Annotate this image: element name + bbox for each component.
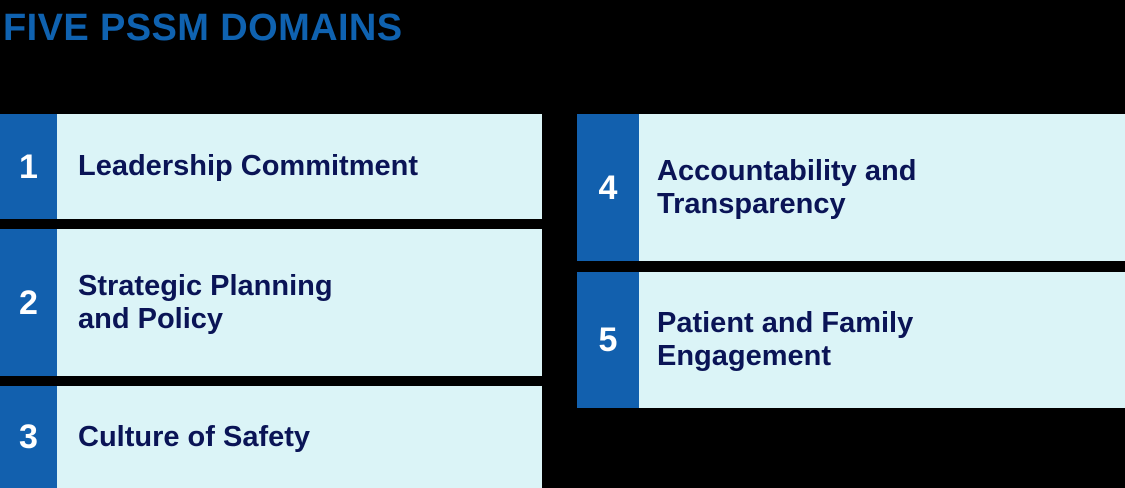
domain-label: Leadership Commitment [78, 150, 418, 182]
domain-label-area: Leadership Commitment [57, 114, 542, 219]
domain-label: Culture of Safety [78, 420, 311, 453]
page-title: FIVE PSSM DOMAINS [3, 7, 403, 49]
domain-column-left: 1 Leadership Commitment 2 Strategic Plan… [0, 0, 542, 488]
domain-number: 2 [19, 283, 38, 322]
domain-label-area: Accountability and Transparency [639, 114, 1125, 261]
domain-label: Accountability and Transparency [657, 154, 917, 220]
domain-row[interactable]: 5 Patient and Family Engagement [577, 272, 1125, 408]
domain-number: 3 [19, 418, 38, 456]
domain-row[interactable]: 3 Culture of Safety [0, 386, 542, 488]
domain-label-area: Strategic Planning and Policy [57, 229, 542, 376]
domain-label-area: Culture of Safety [57, 386, 542, 488]
domain-number-block: 5 [577, 272, 639, 408]
domain-number-block: 2 [0, 229, 57, 376]
domain-number-block: 1 [0, 114, 57, 219]
domain-row[interactable]: 1 Leadership Commitment [0, 114, 542, 219]
domain-number: 5 [598, 321, 618, 359]
domain-label: Patient and Family Engagement [657, 307, 914, 372]
domain-label: Strategic Planning and Policy [78, 269, 333, 335]
domain-number-block: 4 [577, 114, 639, 261]
domain-row[interactable]: 4 Accountability and Transparency [577, 114, 1125, 261]
domain-column-right: 4 Accountability and Transparency 5 Pati… [577, 0, 1125, 488]
domain-label-area: Patient and Family Engagement [639, 272, 1125, 408]
domain-number-block: 3 [0, 386, 57, 488]
domain-number: 4 [598, 168, 618, 207]
domain-row[interactable]: 2 Strategic Planning and Policy [0, 229, 542, 376]
domain-number: 1 [19, 147, 38, 186]
